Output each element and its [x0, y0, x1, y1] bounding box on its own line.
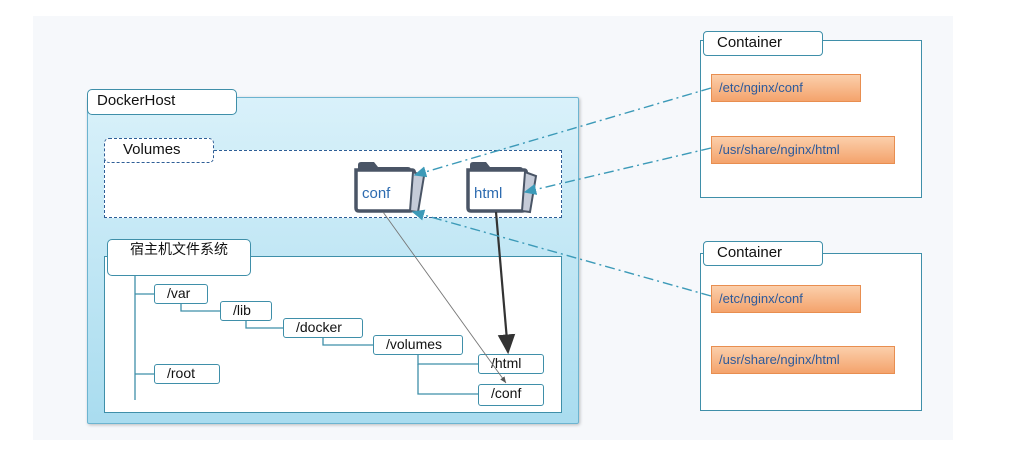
- tree-connectors: [134, 276, 478, 400]
- folder-icon-conf: [354, 162, 426, 214]
- dir-docker: /docker: [283, 318, 363, 338]
- folder-html-label: html: [474, 185, 503, 202]
- dir-var: /var: [154, 284, 208, 304]
- folder-conf-label: conf: [362, 185, 391, 202]
- docker-host-label: DockerHost: [87, 89, 237, 115]
- dir-volumes: /volumes: [373, 335, 463, 355]
- dir-root: /root: [154, 364, 220, 384]
- host-fs-label: 宿主机文件系统: [107, 239, 251, 276]
- dir-lib: /lib: [220, 301, 272, 321]
- container-label-2: Container: [703, 241, 823, 266]
- container-2-html-path: /usr/share/nginx/html: [711, 346, 895, 374]
- container-2-conf-path: /etc/nginx/conf: [711, 285, 861, 313]
- volumes-label: Volumes: [104, 138, 214, 163]
- container-1-conf-path: /etc/nginx/conf: [711, 74, 861, 102]
- container-box-2: [700, 253, 922, 411]
- container-box-1: [700, 40, 922, 198]
- container-1-html-path: /usr/share/nginx/html: [711, 136, 895, 164]
- container-label-1: Container: [703, 31, 823, 56]
- dir-html: /html: [478, 354, 544, 374]
- dir-conf: /conf: [478, 384, 544, 406]
